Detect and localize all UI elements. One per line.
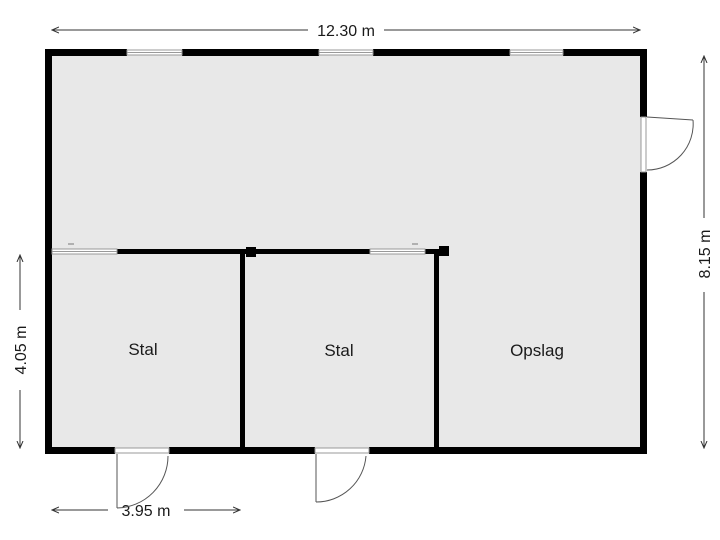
dimension-bottom: 3.95 m	[52, 503, 240, 520]
room-label-opslag: Opslag	[510, 341, 564, 360]
dimension-right: 8.15 m	[697, 56, 714, 448]
room-label-stal-2: Stal	[324, 341, 353, 360]
top-windows	[126, 49, 564, 56]
room-label-stal-1: Stal	[128, 340, 157, 359]
dimension-right-label: 8.15 m	[697, 230, 714, 279]
dimension-top-label: 12.30 m	[317, 23, 375, 40]
column-post	[246, 247, 256, 257]
right-door	[640, 116, 694, 173]
outer-walls	[45, 49, 647, 454]
dimension-top: 12.30 m	[52, 23, 640, 40]
dimension-left-label: 4.05 m	[13, 326, 30, 375]
bottom-door-left	[114, 447, 170, 509]
interior-sliding-doors	[51, 243, 426, 255]
bottom-door-middle	[314, 447, 370, 503]
dimension-left: 4.05 m	[13, 255, 30, 448]
interior-walls	[117, 246, 449, 449]
dimension-bottom-label: 3.95 m	[122, 503, 171, 520]
column-post	[439, 246, 449, 256]
